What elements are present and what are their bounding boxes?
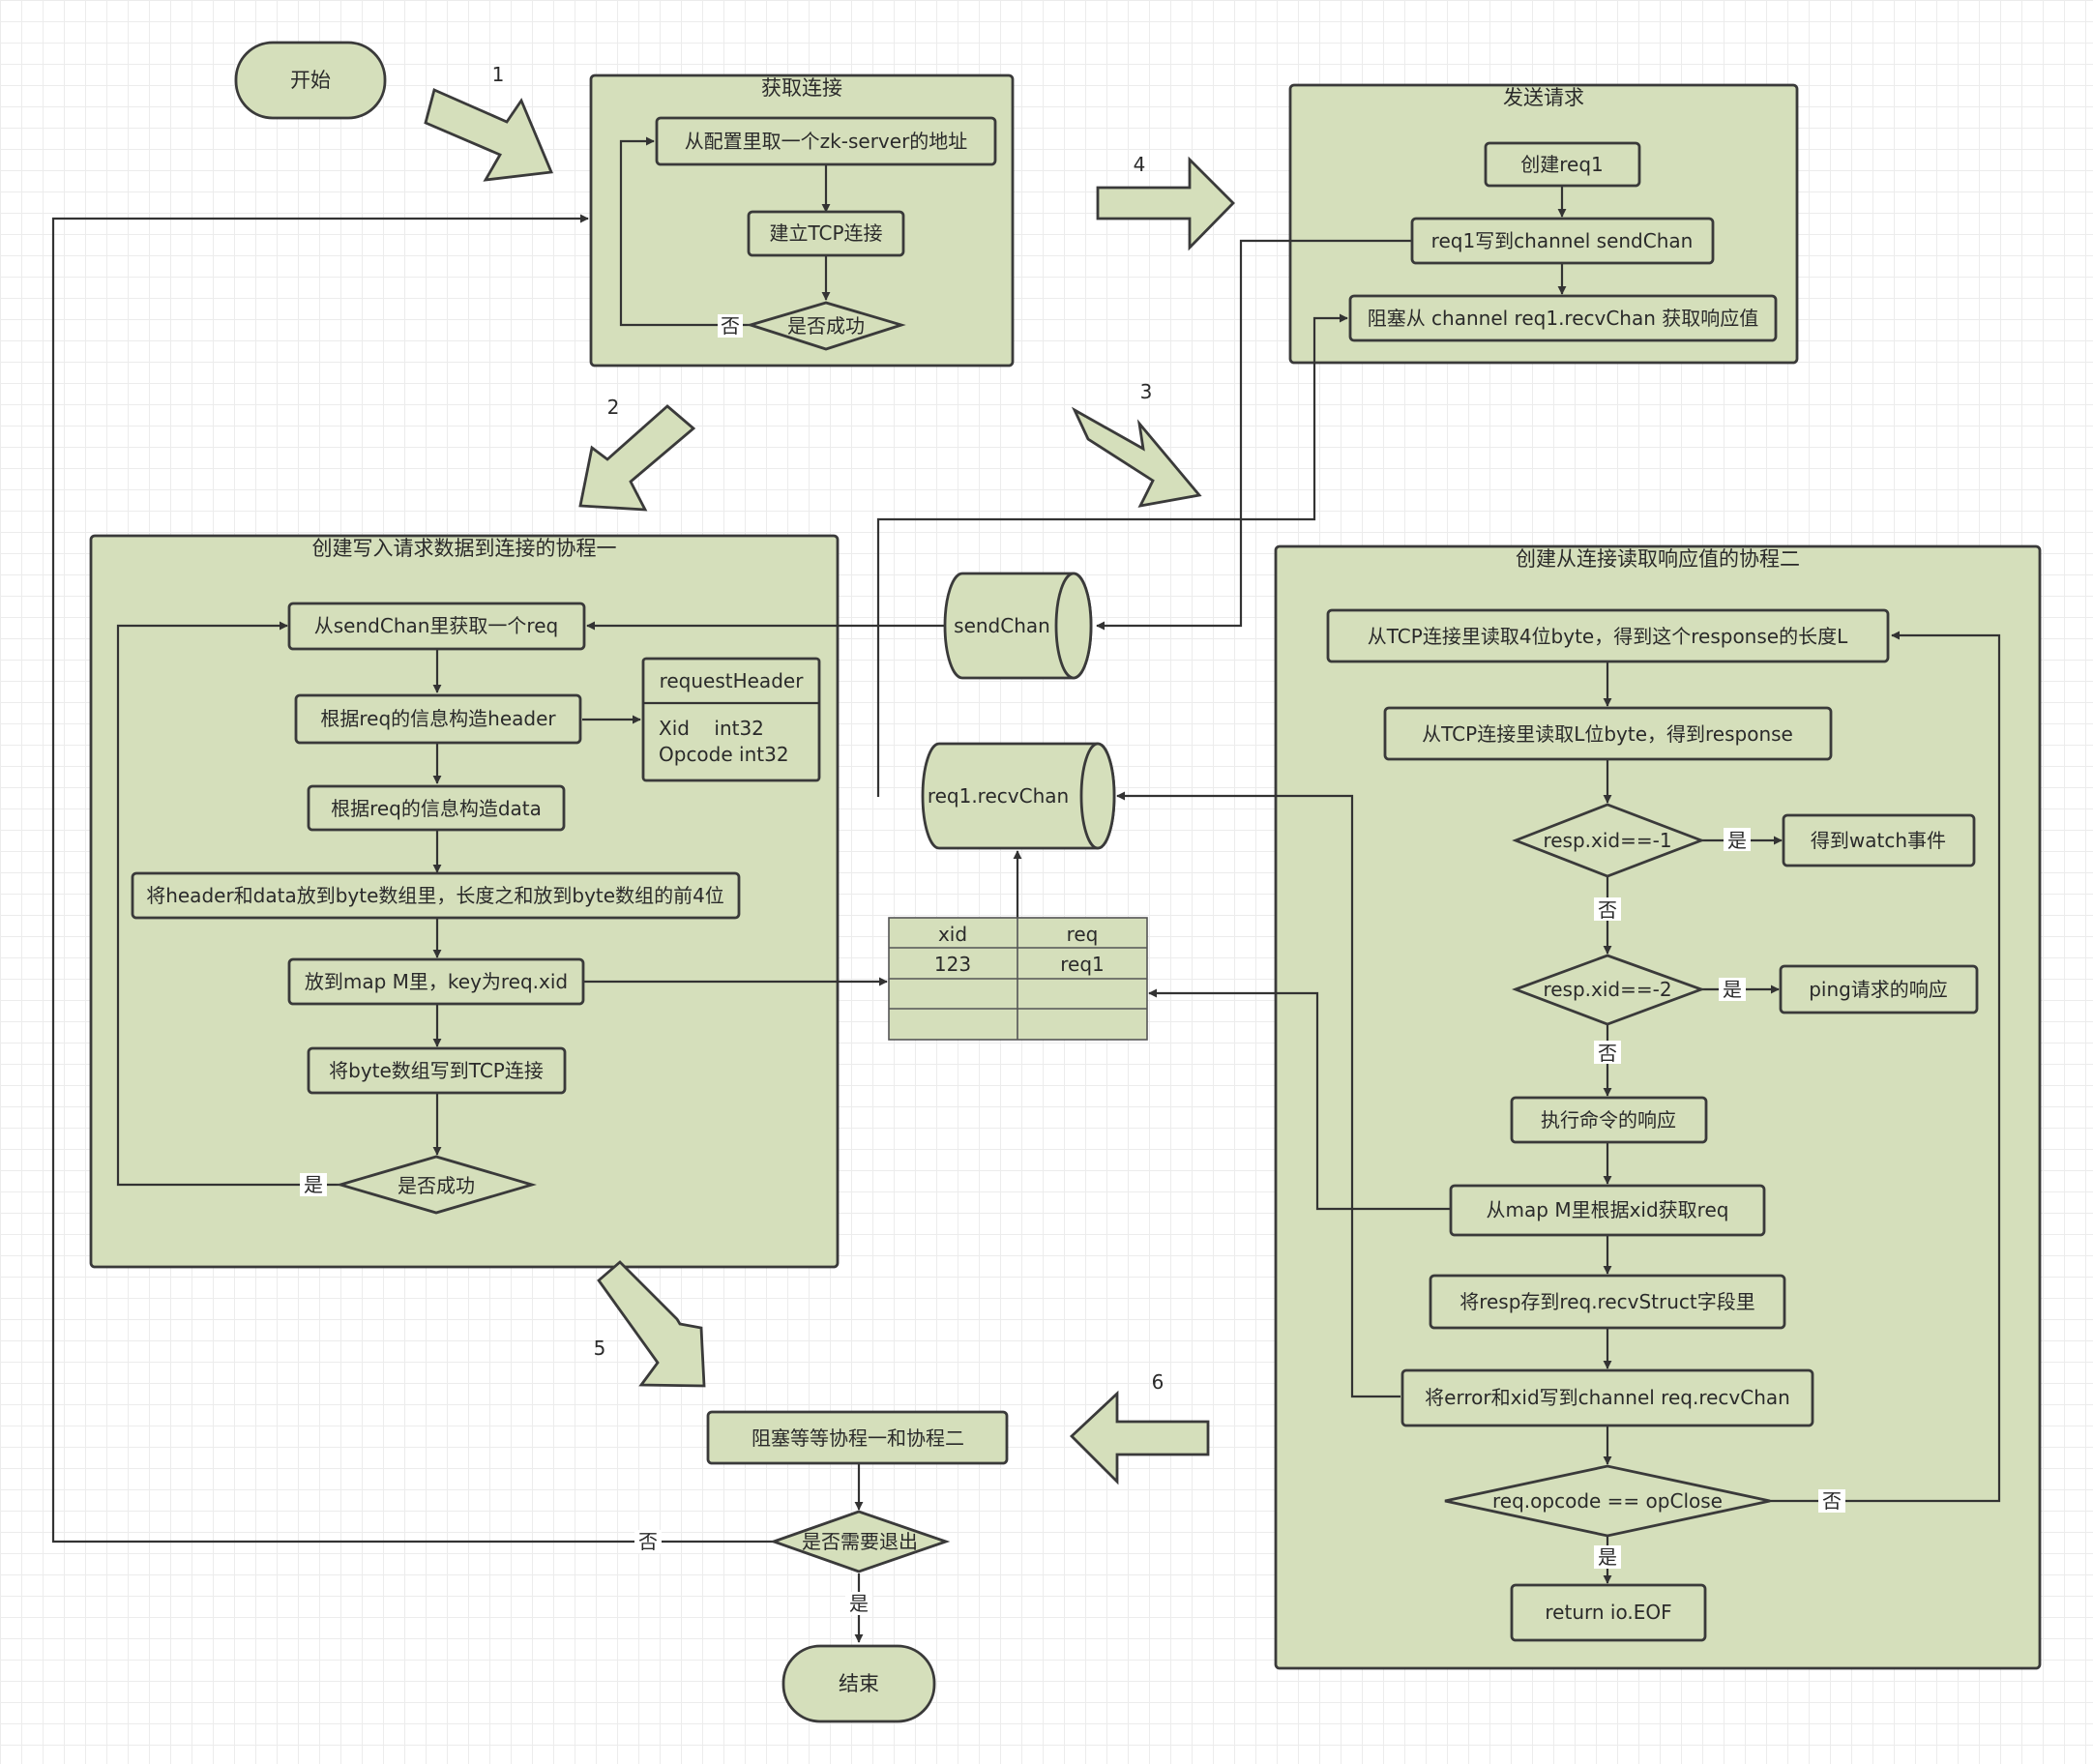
step-3-label: 3: [1140, 380, 1153, 403]
step-4-label: 4: [1134, 153, 1146, 176]
get-req-text: 从sendChan里获取一个req: [314, 614, 558, 637]
writer-success-text: 是否成功: [398, 1174, 475, 1197]
cmd-text: 执行命令的响应: [1541, 1108, 1676, 1132]
read-body-node: [1383, 706, 1833, 761]
exit-yes-label: 是: [849, 1592, 869, 1615]
xid1-no-label: 否: [1598, 898, 1617, 922]
xid2-yes-label: 是: [1723, 978, 1742, 1001]
ping-node: [1779, 964, 1979, 1014]
wait-node: [706, 1410, 1009, 1465]
step-6-arrow: [1069, 1390, 1210, 1485]
write-sendchan-node: [1410, 217, 1715, 265]
connect-no-label: 否: [721, 314, 740, 338]
block-recv-text: 阻塞从 channel req1.recvChan 获取响应值: [1368, 307, 1759, 330]
opclose-yes-label: 是: [1598, 1545, 1617, 1569]
store-node: [1429, 1274, 1786, 1330]
connect-success-decision: [746, 301, 906, 351]
exit-no-label: 否: [638, 1530, 658, 1553]
write-recvchan-text: 将error和xid写到channel req.recvChan: [1425, 1386, 1790, 1409]
recvchan-text: req1.recvChan: [928, 784, 1069, 808]
sendchan-cylinder: [943, 572, 1093, 680]
writer-success-decision: [336, 1155, 537, 1215]
xid1-yes-label: 是: [1727, 829, 1747, 852]
create-req-node: [1484, 141, 1641, 188]
step-4-arrow: [1096, 156, 1235, 251]
get-addr-node: [655, 116, 997, 166]
exit-decision: [769, 1510, 951, 1573]
lookup-node: [1449, 1184, 1766, 1237]
table-cell-xid: 123: [934, 953, 971, 976]
write-recvchan-node: [1400, 1368, 1814, 1427]
read-len-text: 从TCP连接里读取4位byte，得到这个response的长度L: [1368, 625, 1848, 648]
start-node: [234, 41, 387, 120]
request-header-field-opcode: Opcode int32: [659, 743, 789, 766]
cmd-node: [1510, 1096, 1708, 1144]
step-5-arrow: [597, 1260, 706, 1388]
step-5-label: 5: [594, 1337, 606, 1360]
reader-title: 创建从连接读取响应值的协程二: [1516, 547, 1800, 571]
step-2-arrow: [578, 404, 696, 512]
exit-text: 是否需要退出: [802, 1530, 918, 1553]
opclose-no-label: 否: [1822, 1489, 1842, 1513]
eof-text: return io.EOF: [1545, 1601, 1671, 1624]
data-node: [307, 784, 566, 832]
request-header-title: requestHeader: [660, 669, 805, 692]
step-6-label: 6: [1152, 1370, 1164, 1394]
xid2-decision: [1512, 954, 1706, 1026]
recvchan-cylinder: [921, 742, 1116, 850]
data-text: 根据req的信息构造data: [331, 797, 542, 820]
write-tcp-text: 将byte数组写到TCP连接: [329, 1059, 544, 1082]
request-header-field-xid: Xid int32: [659, 717, 764, 740]
table-header-xid: xid: [938, 923, 967, 946]
write-tcp-node: [307, 1046, 567, 1095]
step-3-arrow: [1071, 406, 1202, 508]
step-1-label: 1: [492, 63, 505, 86]
end-text: 结束: [839, 1672, 879, 1695]
xid1-decision: [1512, 803, 1705, 878]
send-title: 发送请求: [1503, 86, 1584, 109]
step-1-arrow: [424, 88, 554, 182]
wait-text: 阻塞等等协程一和协程二: [752, 1426, 964, 1450]
create-req-text: 创建req1: [1520, 153, 1604, 176]
xid1-text: resp.xid==-1: [1543, 829, 1671, 852]
writer-title: 创建写入请求数据到连接的协程一: [312, 537, 617, 560]
xid2-text: resp.xid==-2: [1543, 978, 1671, 1001]
connectors: [51, 136, 2001, 1643]
header-text: 根据req的信息构造header: [320, 707, 556, 730]
eof-node: [1510, 1583, 1707, 1642]
step-2-label: 2: [607, 396, 620, 419]
request-header-struct: [641, 657, 821, 782]
tcp-text: 建立TCP连接: [769, 221, 882, 245]
table-header-req: req: [1067, 923, 1099, 946]
watch-node: [1782, 813, 1976, 867]
header-node: [294, 693, 582, 745]
read-len-node: [1326, 608, 1890, 663]
store-text: 将resp存到req.recvStruct字段里: [1459, 1290, 1755, 1313]
lookup-text: 从map M里根据xid获取req: [1487, 1198, 1729, 1221]
connect-title: 获取连接: [761, 76, 842, 100]
opclose-text: req.opcode == opClose: [1492, 1489, 1723, 1513]
map-table: [888, 917, 1148, 1041]
get-req-node: [287, 602, 586, 651]
xid2-no-label: 否: [1598, 1042, 1617, 1065]
map-node: [287, 957, 585, 1006]
opclose-decision: [1444, 1464, 1771, 1538]
watch-text: 得到watch事件: [1811, 829, 1946, 852]
write-sendchan-text: req1写到channel sendChan: [1431, 229, 1694, 252]
bytes-text: 将header和data放到byte数组里，长度之和放到byte数组的前4位: [146, 884, 724, 907]
start-text: 开始: [290, 69, 331, 92]
block-recv-node: [1348, 294, 1778, 342]
sendchan-text: sendChan: [954, 614, 1050, 637]
ping-text: ping请求的响应: [1809, 978, 1948, 1001]
connect-success-text: 是否成功: [787, 314, 865, 338]
table-cell-req: req1: [1060, 953, 1105, 976]
get-addr-text: 从配置里取一个zk-server的地址: [685, 130, 968, 153]
map-text: 放到map M里，key为req.xid: [305, 970, 568, 993]
tcp-node: [747, 210, 905, 257]
writer-yes-label: 是: [304, 1173, 323, 1196]
bytes-node: [131, 871, 741, 920]
read-body-text: 从TCP连接里读取L位byte，得到response: [1422, 722, 1793, 746]
end-node: [781, 1644, 936, 1723]
